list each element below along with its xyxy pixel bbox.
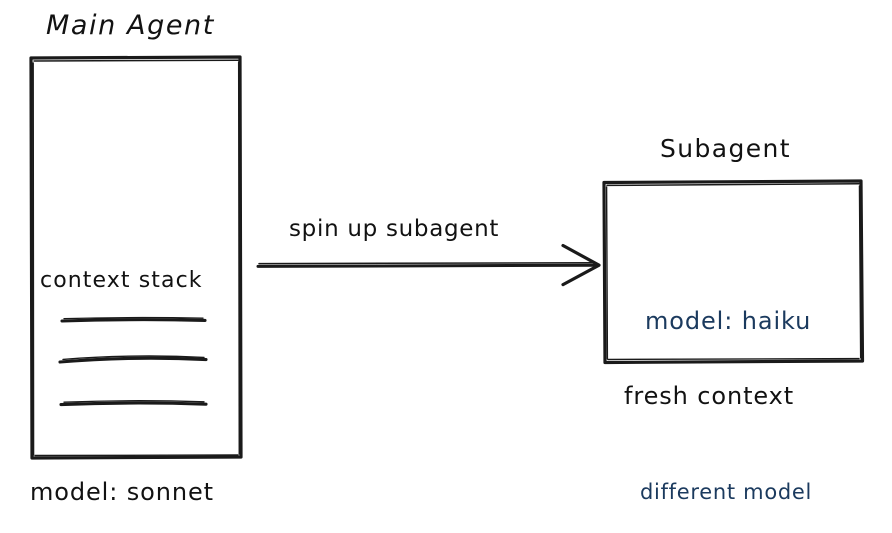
spin-up-subagent-arrow [256,243,601,287]
context-stack-line [60,316,207,323]
context-stack-label: context stack [40,268,203,293]
context-stack-line [59,400,208,407]
subagent-box [602,179,865,365]
subagent-fresh-context-label: fresh context [624,382,795,410]
context-stack-lines [58,316,208,407]
arrow-label-spin-up-subagent: spin up subagent [289,216,500,242]
main-agent-model-label: model: sonnet [30,478,214,506]
subagent-model-label: model: haiku [645,307,812,335]
subagent-title: Subagent [660,134,791,163]
context-stack-line [58,355,208,364]
main-agent-title: Main Agent [46,10,215,41]
subagent-different-model-annotation: different model [640,480,813,504]
main-agent-box [29,55,243,460]
